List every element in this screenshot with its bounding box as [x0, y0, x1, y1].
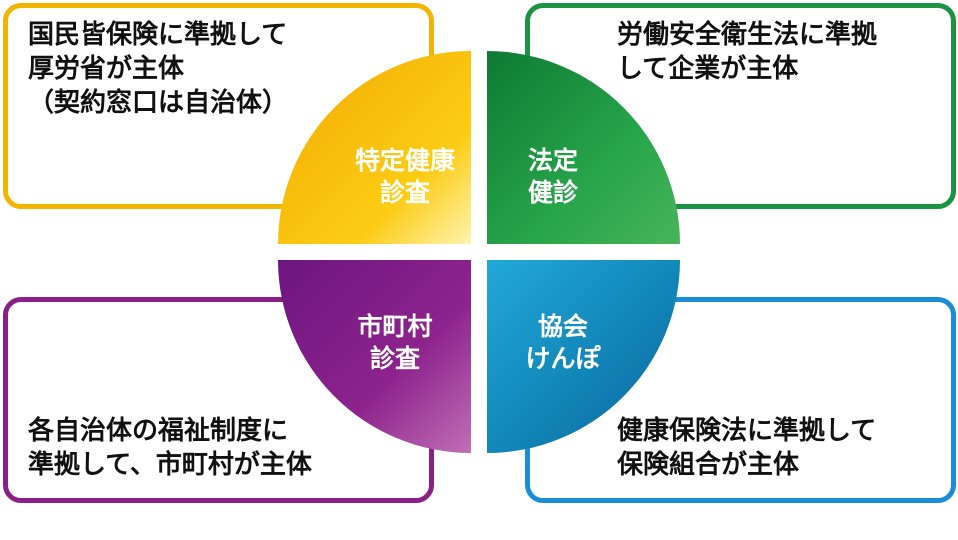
quadrant-tokutei — [278, 51, 471, 244]
label-line: 特定健康 — [354, 146, 455, 175]
description-line: 健康保険法に準拠して — [617, 416, 877, 446]
label-line: けんぽ — [525, 344, 601, 373]
label-line: 協会 — [537, 312, 588, 341]
quadrant-label-kyokai: 協会 けんぽ — [498, 311, 628, 375]
label-line: 健診 — [527, 178, 578, 207]
quadrant-label-shichoson: 市町村 診査 — [330, 311, 460, 375]
description-line: 保険組合が主体 — [617, 450, 800, 480]
description-tokutei: 国民皆保険に準拠して 厚労省が主体 （契約窓口は自治体） — [28, 18, 288, 120]
quadrant-houtei — [487, 51, 680, 244]
description-shichoson: 各自治体の福祉制度に 準拠して、市町村が主体 — [28, 414, 312, 482]
description-line: して企業が主体 — [617, 54, 799, 84]
quadrant-label-tokutei: 特定健康 診査 — [325, 145, 485, 209]
description-kyokai: 健康保険法に準拠して 保険組合が主体 — [617, 414, 876, 482]
description-line: 各自治体の福祉制度に — [28, 416, 289, 446]
label-line: 市町村 — [357, 312, 433, 341]
label-line: 法定 — [527, 146, 578, 175]
quadrant-shichoson — [278, 260, 471, 453]
description-line: 労働安全衛生法に準拠 — [617, 20, 878, 50]
description-line: （契約窓口は自治体） — [28, 88, 289, 118]
label-line: 診査 — [379, 178, 430, 207]
description-line: 厚労省が主体 — [28, 54, 185, 84]
description-line: 国民皆保険に準拠して — [28, 20, 288, 50]
quadrant-label-houtei: 法定 健診 — [498, 145, 608, 209]
description-line: 準拠して、市町村が主体 — [28, 450, 312, 480]
quadrant-kyokai — [487, 260, 680, 453]
label-line: 診査 — [369, 344, 420, 373]
description-houtei: 労働安全衛生法に準拠 して企業が主体 — [617, 18, 877, 86]
